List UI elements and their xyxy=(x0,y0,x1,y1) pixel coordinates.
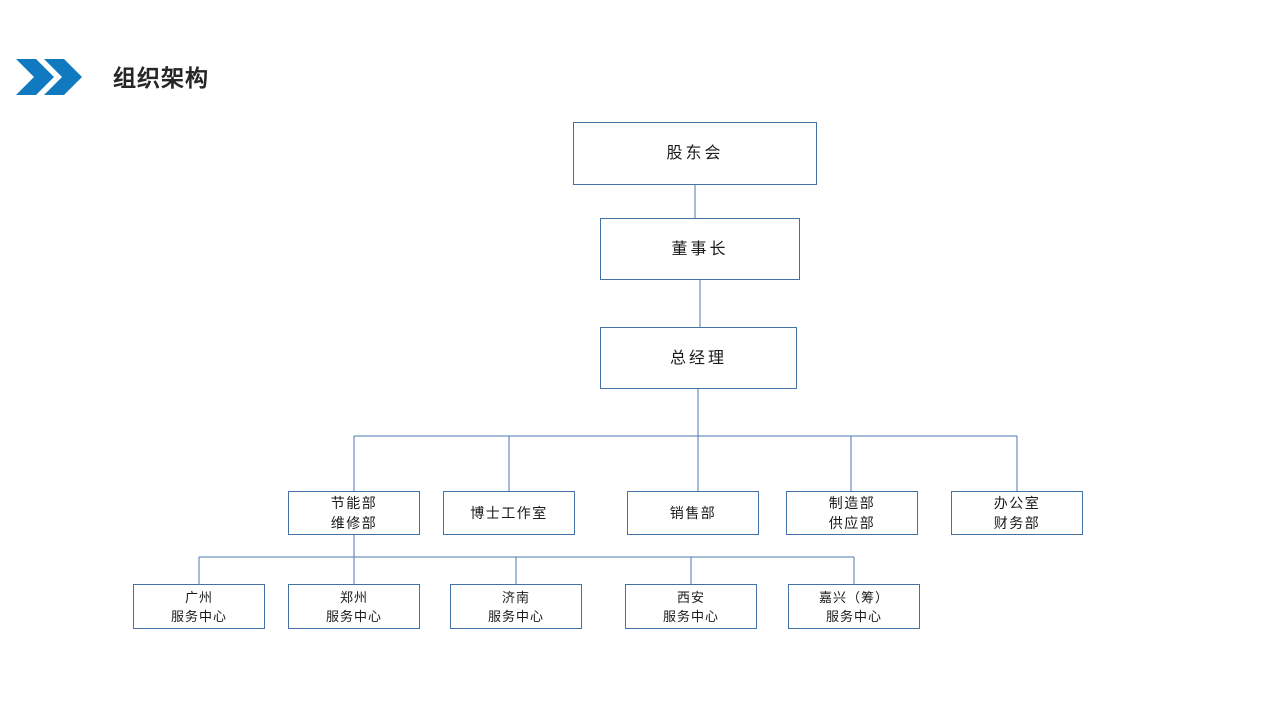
org-node-center-xian[interactable]: 西安服务中心 xyxy=(625,584,757,629)
org-node-label: 嘉兴（筹） xyxy=(818,589,889,605)
org-node-label: 济南 xyxy=(501,589,530,605)
page-title: 组织架构 xyxy=(113,65,209,91)
org-node-label: 财务部 xyxy=(993,515,1041,531)
page-header: 组织架构 xyxy=(0,0,1280,120)
org-node-dept-manufacturing-supply[interactable]: 制造部供应部 xyxy=(786,491,918,535)
org-node-general-manager[interactable]: 总经理 xyxy=(600,327,797,389)
org-node-shareholders[interactable]: 股东会 xyxy=(573,122,817,185)
org-node-label: 制造部 xyxy=(828,495,876,511)
org-node-dept-office-finance[interactable]: 办公室财务部 xyxy=(951,491,1083,535)
org-node-label: 服务中心 xyxy=(170,608,227,624)
org-node-label: 节能部 xyxy=(330,495,378,511)
org-node-label: 办公室 xyxy=(993,495,1041,511)
org-node-label: 股东会 xyxy=(666,145,724,162)
org-node-label: 服务中心 xyxy=(662,608,719,624)
org-node-label: 郑州 xyxy=(339,589,368,605)
org-node-label: 总经理 xyxy=(669,349,727,367)
org-node-label: 董事长 xyxy=(671,240,729,258)
org-node-label: 供应部 xyxy=(828,515,876,531)
org-node-label: 博士工作室 xyxy=(470,505,548,521)
org-node-label: 销售部 xyxy=(669,505,717,521)
org-node-label: 维修部 xyxy=(330,515,378,531)
double-chevron-right-icon xyxy=(14,57,86,97)
org-node-label: 服务中心 xyxy=(487,608,544,624)
org-node-dept-energy-maintenance[interactable]: 节能部维修部 xyxy=(288,491,420,535)
org-node-label: 广州 xyxy=(184,589,213,605)
org-node-chairman[interactable]: 董事长 xyxy=(600,218,800,280)
org-node-center-guangzhou[interactable]: 广州服务中心 xyxy=(133,584,265,629)
org-node-dept-sales[interactable]: 销售部 xyxy=(627,491,759,535)
org-node-label: 服务中心 xyxy=(825,608,882,624)
org-node-center-jinan[interactable]: 济南服务中心 xyxy=(450,584,582,629)
org-node-label: 服务中心 xyxy=(325,608,382,624)
org-node-dept-doctor-studio[interactable]: 博士工作室 xyxy=(443,491,575,535)
org-node-center-jiaxing[interactable]: 嘉兴（筹） 服务中心 xyxy=(788,584,920,629)
org-node-label: 西安 xyxy=(676,589,705,605)
org-node-center-zhengzhou[interactable]: 郑州服务中心 xyxy=(288,584,420,629)
